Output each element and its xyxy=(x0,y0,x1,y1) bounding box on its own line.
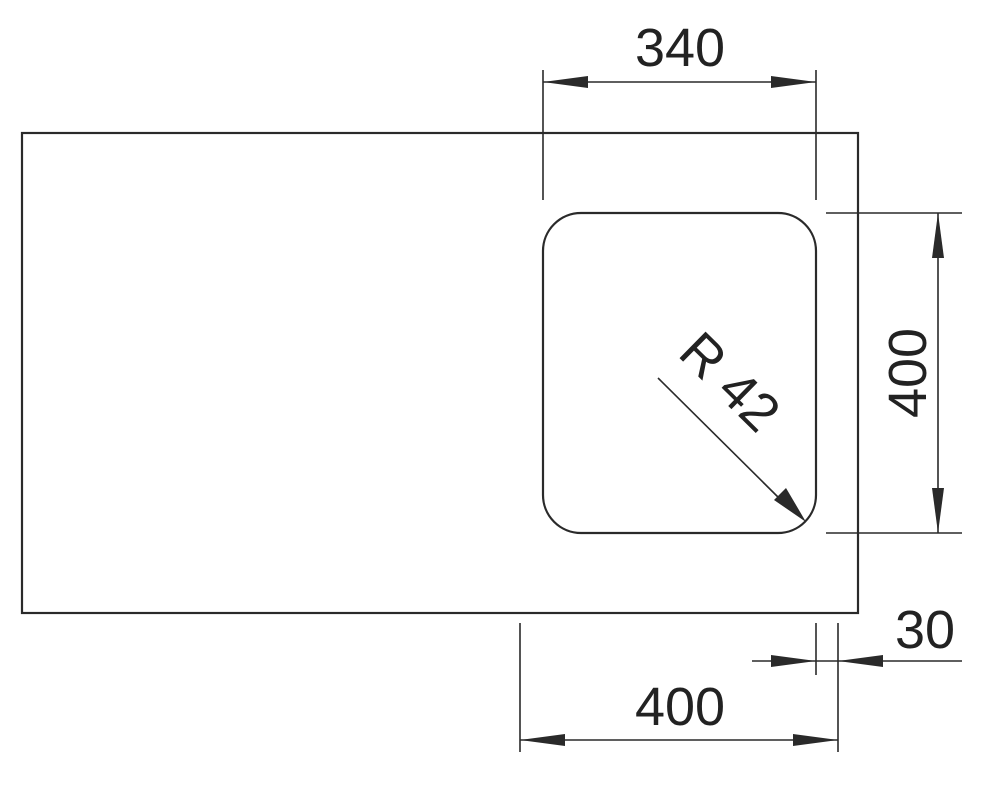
bottom-width-label: 400 xyxy=(635,677,725,737)
offset-dimension: 30 xyxy=(752,600,962,675)
countertop-outline xyxy=(20,131,860,615)
right-arrow-top xyxy=(932,213,944,258)
radius-leader-line xyxy=(657,377,787,506)
bottom-width-dimension: 400 xyxy=(519,623,839,752)
bottom-arrow-left xyxy=(520,734,565,746)
top-arrow-right xyxy=(771,76,816,88)
sink-bowl-outline xyxy=(541,211,818,535)
right-arrow-bottom xyxy=(932,488,944,533)
corner-radius-callout: R 42 xyxy=(657,321,806,522)
right-height-dimension: 400 xyxy=(826,212,962,534)
offset-arrow-left xyxy=(771,655,816,667)
top-arrow-left xyxy=(543,76,588,88)
radius-arrow xyxy=(774,488,806,522)
right-height-label: 400 xyxy=(878,328,938,418)
top-width-dimension: 340 xyxy=(542,18,817,200)
offset-label: 30 xyxy=(895,600,955,660)
offset-arrow-right xyxy=(838,655,883,667)
radius-label: R 42 xyxy=(668,321,791,444)
top-width-label: 340 xyxy=(635,18,725,78)
bottom-arrow-right xyxy=(793,734,838,746)
